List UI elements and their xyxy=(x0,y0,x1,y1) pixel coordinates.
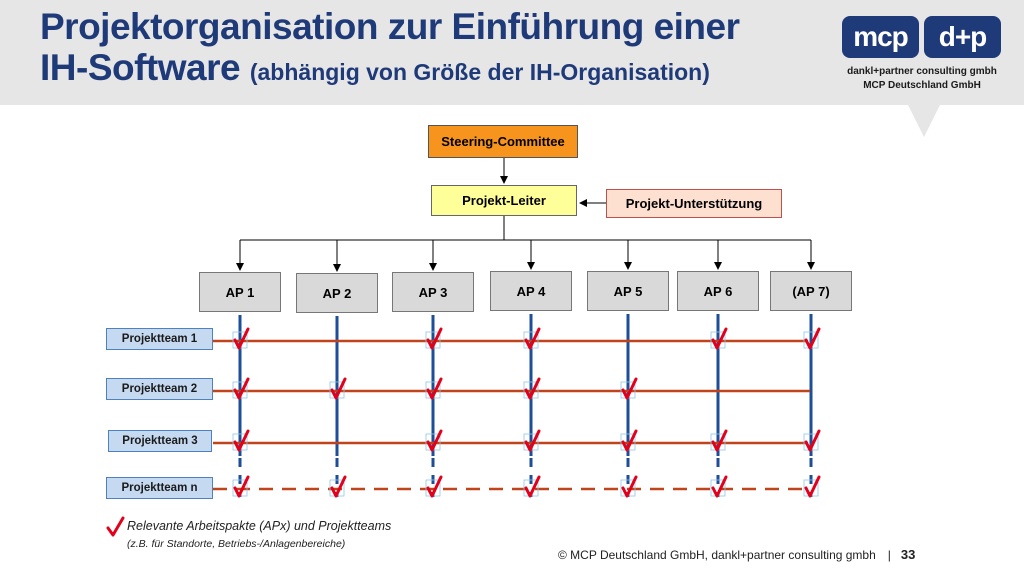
project-team-box: Projektteam n xyxy=(106,477,213,499)
title-subtitle: (abhängig von Größe der IH-Organisation) xyxy=(249,59,710,85)
check-icon xyxy=(425,327,443,350)
title-line-1: Projektorganisation zur Einführung einer xyxy=(40,6,740,47)
check-icon xyxy=(232,429,250,452)
check-icon xyxy=(620,429,638,452)
check-icon xyxy=(232,327,250,350)
check-icon xyxy=(425,429,443,452)
legend-check-icon xyxy=(106,516,125,537)
check-icon xyxy=(523,475,541,498)
work-package-box: AP 5 xyxy=(587,271,669,311)
title-main: IH-Software xyxy=(40,47,241,88)
check-icon xyxy=(232,377,250,400)
page-title: Projektorganisation zur Einführung einer… xyxy=(40,8,740,86)
check-icon xyxy=(523,327,541,350)
company-logo: mcp d+p xyxy=(842,16,1002,58)
work-package-box: AP 2 xyxy=(296,273,378,313)
check-icon xyxy=(523,377,541,400)
work-package-box: AP 3 xyxy=(392,272,474,312)
check-icon xyxy=(710,327,728,350)
check-icon xyxy=(803,429,821,452)
work-package-box: (AP 7) xyxy=(770,271,852,311)
legend-note: (z.B. für Standorte, Betriebs-/Anlagenbe… xyxy=(127,538,346,550)
check-icon xyxy=(620,377,638,400)
steering-committee-box: Steering-Committee xyxy=(428,125,578,158)
check-icon xyxy=(803,475,821,498)
page-number: 33 xyxy=(900,547,916,562)
check-icon xyxy=(710,429,728,452)
check-icon xyxy=(803,327,821,350)
check-icon xyxy=(232,475,250,498)
project-team-box: Projektteam 2 xyxy=(106,378,213,400)
check-icon xyxy=(329,377,347,400)
check-icon xyxy=(523,429,541,452)
project-leader-box: Projekt-Leiter xyxy=(431,185,577,216)
logo-company-line-1: dankl+partner consulting gmbh xyxy=(847,66,997,77)
logo-company-line-2: MCP Deutschland GmbH xyxy=(863,80,981,91)
header-notch xyxy=(908,105,940,137)
check-icon xyxy=(425,377,443,400)
work-package-box: AP 6 xyxy=(677,271,759,311)
check-icon xyxy=(329,475,347,498)
project-team-box: Projektteam 1 xyxy=(106,328,213,350)
check-icon xyxy=(425,475,443,498)
check-icon xyxy=(620,475,638,498)
title-line-2: IH-Software (abhängig von Größe der IH-O… xyxy=(40,49,740,86)
footer-separator: | xyxy=(887,548,891,562)
project-team-box: Projektteam 3 xyxy=(108,430,212,452)
footer: © MCP Deutschland GmbH, dankl+partner co… xyxy=(558,547,915,562)
legend-text: Relevante Arbeitspakte (APx) und Projekt… xyxy=(127,519,392,533)
work-package-box: AP 4 xyxy=(490,271,572,311)
project-support-box: Projekt-Unterstützung xyxy=(606,189,782,218)
footer-copyright: © MCP Deutschland GmbH, dankl+partner co… xyxy=(558,548,876,562)
work-package-box: AP 1 xyxy=(199,272,281,312)
logo-mcp-mark: mcp xyxy=(842,16,919,58)
check-icon xyxy=(710,475,728,498)
logo-dp-mark: d+p xyxy=(924,16,1001,58)
